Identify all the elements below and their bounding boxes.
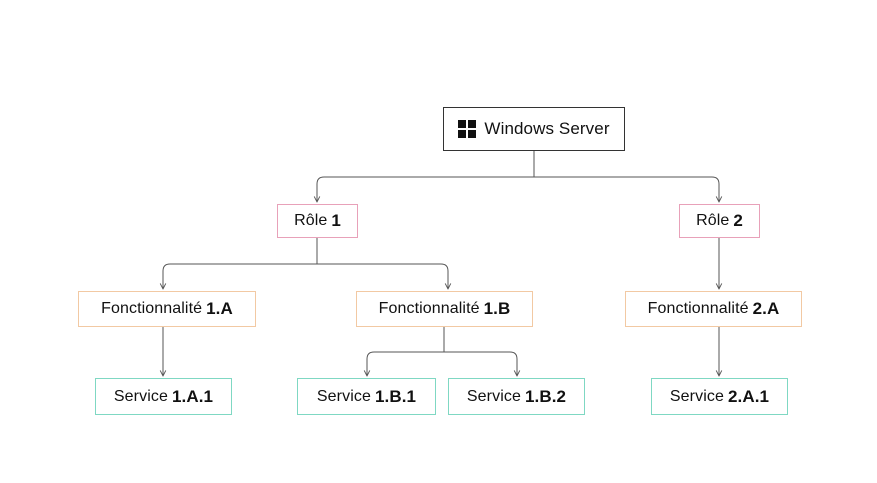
feature-node-1b: Fonctionnalité 1.B [356,291,533,327]
role-code: 2 [733,211,743,230]
root-label: Windows Server [484,119,610,138]
service-node-1b2: Service 1.B.2 [448,378,585,415]
feature-label: Fonctionnalité [101,300,203,317]
service-code: 1.B.1 [374,386,417,406]
connector-feature-1b-service-1b2 [444,351,517,376]
connector-root-role-2 [534,176,719,202]
role-label: Rôle [696,212,730,229]
connector-feature-1b-service-1b1 [367,327,445,376]
connector-role-1-feature-1a [163,238,318,289]
feature-code: 2.A [752,299,780,318]
service-code: 2.A.1 [727,386,770,406]
feature-node-2a: Fonctionnalité 2.A [625,291,802,327]
service-code: 1.B.2 [524,386,567,406]
service-node-1a1: Service 1.A.1 [95,378,232,415]
feature-node-1a: Fonctionnalité 1.A [78,291,256,327]
service-node-1b1: Service 1.B.1 [297,378,436,415]
windows-logo-icon [458,120,477,138]
role-label: Rôle [294,212,328,229]
service-label: Service [669,387,724,405]
role-node-1: Rôle 1 [277,204,358,238]
feature-code: 1.A [206,299,233,318]
connector-root-role-1 [317,151,535,202]
feature-label: Fonctionnalité [378,300,480,317]
feature-label: Fonctionnalité [647,300,749,317]
feature-code: 1.B [483,299,511,318]
service-code: 1.A.1 [171,386,214,406]
role-node-2: Rôle 2 [679,204,760,238]
service-label: Service [466,387,521,405]
service-node-2a1: Service 2.A.1 [651,378,788,415]
role-code: 1 [331,211,341,230]
connector-role-1-feature-1b [317,263,448,289]
service-label: Service [316,387,371,405]
root-node: Windows Server [443,107,625,151]
service-label: Service [113,387,168,405]
